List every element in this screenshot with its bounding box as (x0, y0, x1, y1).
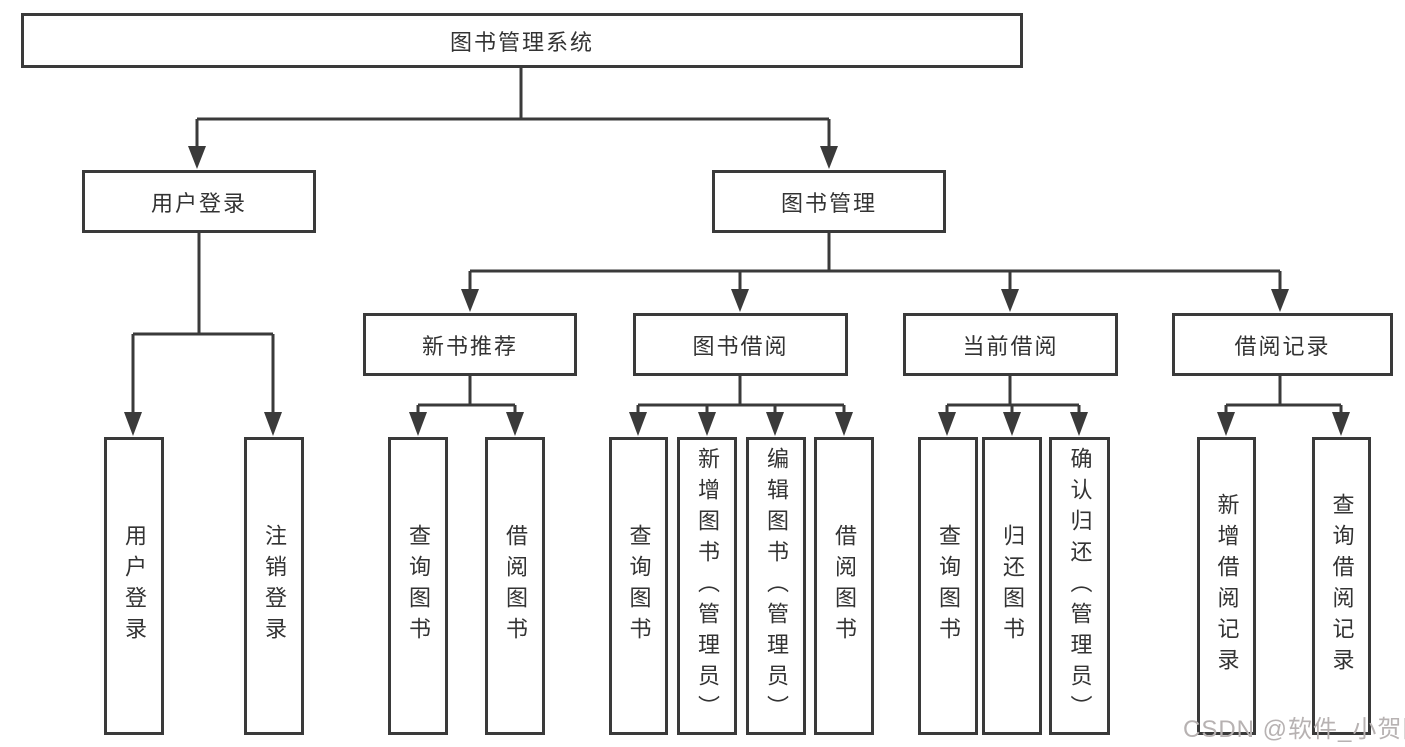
connector-book-mgmt-to-level2 (461, 233, 1289, 312)
connector-book-borrow-children (629, 376, 853, 436)
arrowhead (124, 412, 142, 436)
arrowhead (1332, 412, 1350, 436)
csdn-watermark: CSDN @软件_小贺同学 (1183, 716, 1405, 743)
arrowhead (698, 412, 716, 436)
arrowhead (506, 412, 524, 436)
leaf-query-book-borrow: 查询图书 (609, 437, 668, 735)
arrowhead (1003, 412, 1021, 436)
arrowhead (1271, 289, 1289, 312)
leaf-return-book: 归还图书 (982, 437, 1042, 735)
arrowhead (835, 412, 853, 436)
arrowhead (820, 146, 838, 169)
leaf-query-borrow-record: 查询借阅记录 (1312, 437, 1371, 735)
leaf-add-book-admin: 新增图书（管理员） (677, 437, 737, 735)
node-current-borrow: 当前借阅 (903, 313, 1118, 376)
leaf-user-login: 用户登录 (104, 437, 164, 735)
arrowhead (731, 289, 749, 312)
leaf-edit-book-admin: 编辑图书（管理员） (746, 437, 806, 735)
node-book-management: 图书管理 (712, 170, 946, 233)
arrowhead (1001, 289, 1019, 312)
connector-user-login-children (124, 233, 282, 436)
arrowhead (1070, 412, 1088, 436)
node-borrow-record: 借阅记录 (1172, 313, 1393, 376)
leaf-query-book-current: 查询图书 (918, 437, 978, 735)
arrowhead (629, 412, 647, 436)
leaf-borrow-book: 借阅图书 (814, 437, 874, 735)
arrowhead (461, 289, 479, 312)
node-book-borrow: 图书借阅 (633, 313, 848, 376)
arrowhead (264, 412, 282, 436)
connector-current-borrow-children (938, 376, 1088, 436)
leaf-borrow-book-recommend: 借阅图书 (485, 437, 545, 735)
node-new-book-recommend: 新书推荐 (363, 313, 577, 376)
arrowhead (1217, 412, 1235, 436)
leaf-logout: 注销登录 (244, 437, 304, 735)
arrowhead (188, 146, 206, 169)
leaf-query-book-recommend: 查询图书 (388, 437, 448, 735)
connector-borrow-record-children (1217, 376, 1350, 436)
arrowhead (938, 412, 956, 436)
node-root-library-system: 图书管理系统 (21, 13, 1023, 68)
connector-root-to-level1 (188, 68, 838, 169)
leaf-add-borrow-record: 新增借阅记录 (1197, 437, 1256, 735)
connector-new-book-children (409, 376, 524, 436)
arrowhead (409, 412, 427, 436)
arrowhead (766, 412, 784, 436)
node-user-login: 用户登录 (82, 170, 316, 233)
leaf-confirm-return-admin: 确认归还（管理员） (1049, 437, 1110, 735)
